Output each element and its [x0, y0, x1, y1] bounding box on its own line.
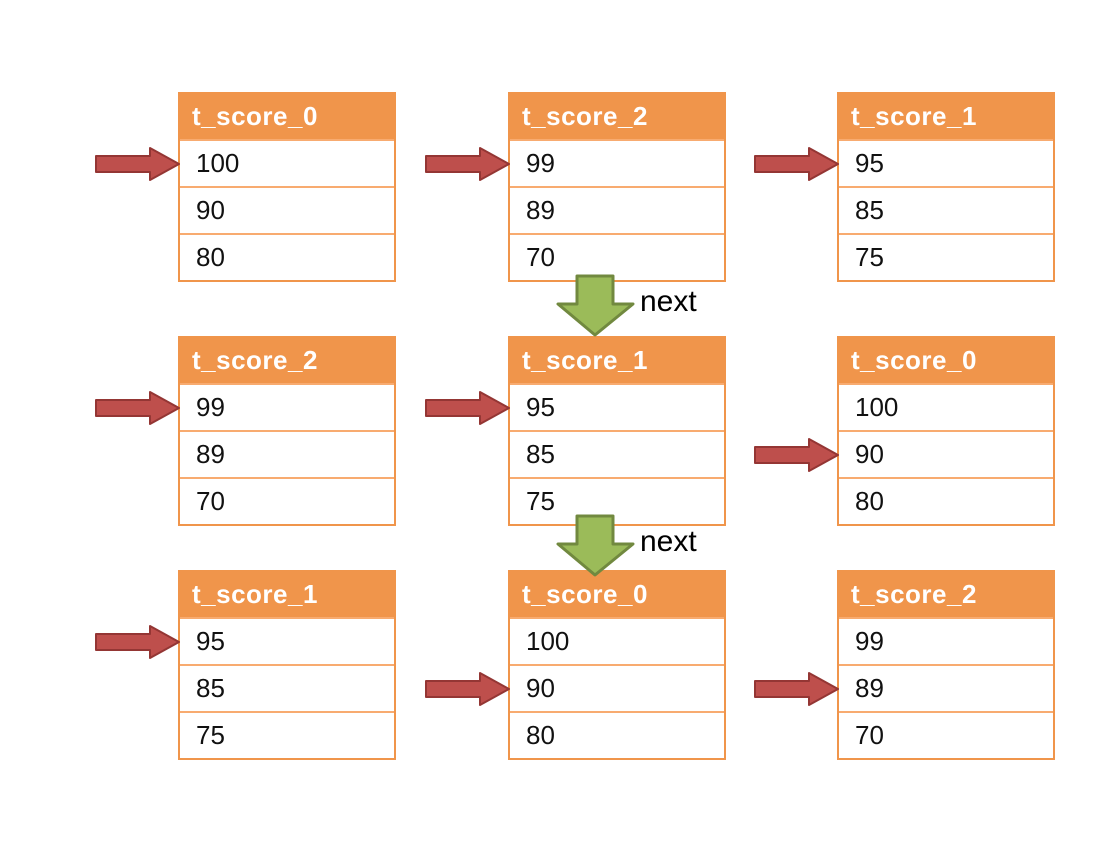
score-table-group: t_score_0 100 90 80 [754, 336, 1055, 526]
table-cell: 90 [180, 186, 394, 233]
score-table: t_score_1 95 85 75 [178, 570, 396, 760]
red-arrow-icon [754, 146, 840, 182]
score-table-group: t_score_2 99 89 70 [425, 92, 726, 282]
score-table: t_score_2 99 89 70 [508, 92, 726, 282]
table-cell: 75 [510, 477, 724, 524]
score-table: t_score_0 100 90 80 [837, 336, 1055, 526]
table-cell: 89 [180, 430, 394, 477]
table-cell: 100 [180, 139, 394, 186]
next-arrow-icon [556, 274, 636, 338]
table-cell: 95 [180, 617, 394, 664]
table-header: t_score_1 [180, 572, 394, 617]
score-table-group: t_score_2 99 89 70 [754, 570, 1055, 760]
score-table: t_score_0 100 90 80 [508, 570, 726, 760]
score-table-group: t_score_1 95 85 75 [754, 92, 1055, 282]
table-cell: 80 [180, 233, 394, 280]
score-table-group: t_score_1 95 85 75 [95, 570, 396, 760]
red-arrow-icon [95, 146, 181, 182]
table-cell: 95 [510, 383, 724, 430]
red-arrow-icon [95, 624, 181, 660]
table-cell: 70 [839, 711, 1053, 758]
score-table: t_score_1 95 85 75 [837, 92, 1055, 282]
red-arrow-icon [95, 390, 181, 426]
table-cell: 90 [839, 430, 1053, 477]
table-cell: 70 [180, 477, 394, 524]
red-arrow-icon [425, 146, 511, 182]
red-arrow-icon [425, 390, 511, 426]
score-table: t_score_1 95 85 75 [508, 336, 726, 526]
table-cell: 80 [510, 711, 724, 758]
table-cell: 85 [510, 430, 724, 477]
table-header: t_score_0 [839, 338, 1053, 383]
score-table-group: t_score_1 95 85 75 [425, 336, 726, 526]
score-table: t_score_0 100 90 80 [178, 92, 396, 282]
table-cell: 89 [510, 186, 724, 233]
table-header: t_score_2 [180, 338, 394, 383]
table-cell: 95 [839, 139, 1053, 186]
table-cell: 90 [510, 664, 724, 711]
next-label: next [640, 285, 697, 318]
table-cell: 85 [839, 186, 1053, 233]
table-cell: 99 [839, 617, 1053, 664]
next-arrow-icon [556, 514, 636, 578]
table-header: t_score_1 [839, 94, 1053, 139]
red-arrow-icon [754, 437, 840, 473]
table-header: t_score_1 [510, 338, 724, 383]
table-cell: 99 [180, 383, 394, 430]
next-label: next [640, 525, 697, 558]
red-arrow-icon [425, 671, 511, 707]
table-cell: 80 [839, 477, 1053, 524]
next-step-indicator: next [556, 274, 756, 338]
table-header: t_score_2 [839, 572, 1053, 617]
table-cell: 99 [510, 139, 724, 186]
score-table: t_score_2 99 89 70 [178, 336, 396, 526]
score-table: t_score_2 99 89 70 [837, 570, 1055, 760]
table-cell: 75 [180, 711, 394, 758]
table-cell: 100 [839, 383, 1053, 430]
score-table-group: t_score_0 100 90 80 [95, 92, 396, 282]
table-header: t_score_0 [180, 94, 394, 139]
table-cell: 85 [180, 664, 394, 711]
table-cell: 70 [510, 233, 724, 280]
table-cell: 100 [510, 617, 724, 664]
score-table-group: t_score_0 100 90 80 [425, 570, 726, 760]
next-step-indicator: next [556, 514, 756, 578]
table-cell: 75 [839, 233, 1053, 280]
score-table-group: t_score_2 99 89 70 [95, 336, 396, 526]
table-header: t_score_0 [510, 572, 724, 617]
table-header: t_score_2 [510, 94, 724, 139]
red-arrow-icon [754, 671, 840, 707]
table-cell: 89 [839, 664, 1053, 711]
